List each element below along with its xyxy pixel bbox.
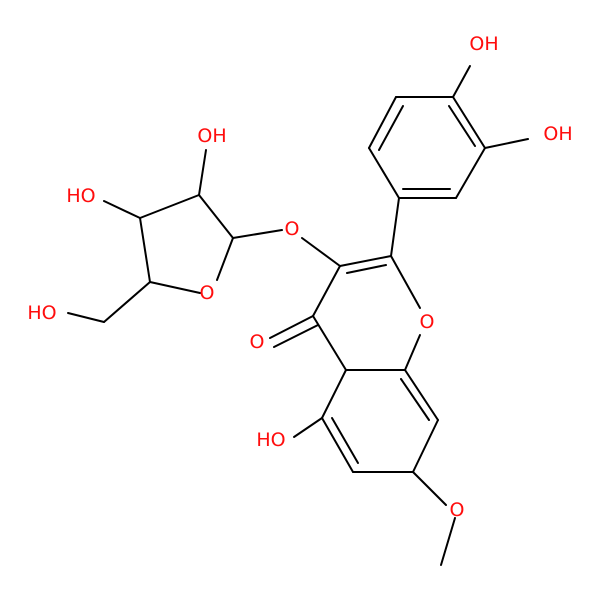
bonds (67, 65, 529, 566)
bond (67, 312, 105, 323)
bond (440, 517, 456, 566)
bond (339, 255, 392, 267)
bond (346, 264, 387, 274)
bond (368, 147, 400, 199)
bond (301, 237, 341, 267)
bond (103, 200, 141, 219)
bond (378, 105, 404, 151)
bond (455, 147, 486, 199)
bond (390, 255, 421, 309)
bond (448, 105, 476, 147)
bond (321, 369, 347, 419)
bond (312, 265, 341, 317)
bond (412, 471, 447, 506)
atom-label-oh-top: OH (469, 33, 498, 55)
atom-label-o-pyran-ring: O (420, 311, 435, 333)
bond (484, 138, 529, 149)
bond (269, 315, 314, 339)
bond (293, 417, 323, 438)
bond (216, 237, 234, 281)
bond (390, 197, 400, 257)
bond (198, 149, 207, 196)
bond (404, 334, 421, 371)
atom-label-o-methoxy: O (450, 499, 465, 521)
bond (400, 378, 430, 421)
bond (452, 65, 471, 98)
atom-label-ho-c5: HO (256, 429, 285, 451)
atom-label-ho-sugar-c3: HO (66, 185, 95, 207)
atom-labels: OH OH OH HO HO O O O O HO O (27, 33, 572, 521)
bond (198, 194, 234, 239)
bond (321, 417, 354, 473)
bond (412, 419, 439, 473)
atom-label-oh-meta: OH (543, 123, 572, 145)
bond (452, 96, 486, 149)
atom-label-ho-ch2: HO (27, 302, 56, 324)
bond (331, 417, 359, 464)
bond (139, 217, 151, 283)
atom-label-o-glycosidic: O (285, 218, 300, 240)
atom-label-oh-sugar-c2: OH (197, 125, 226, 147)
bond (139, 194, 200, 219)
bond (232, 229, 283, 239)
atom-label-o-carbonyl: O (250, 331, 265, 353)
bond (103, 281, 151, 323)
bond (273, 324, 319, 348)
bond (368, 96, 397, 149)
bond (149, 281, 201, 294)
atom-label-o-sugar-ring: O (200, 282, 215, 304)
bond (404, 369, 439, 421)
